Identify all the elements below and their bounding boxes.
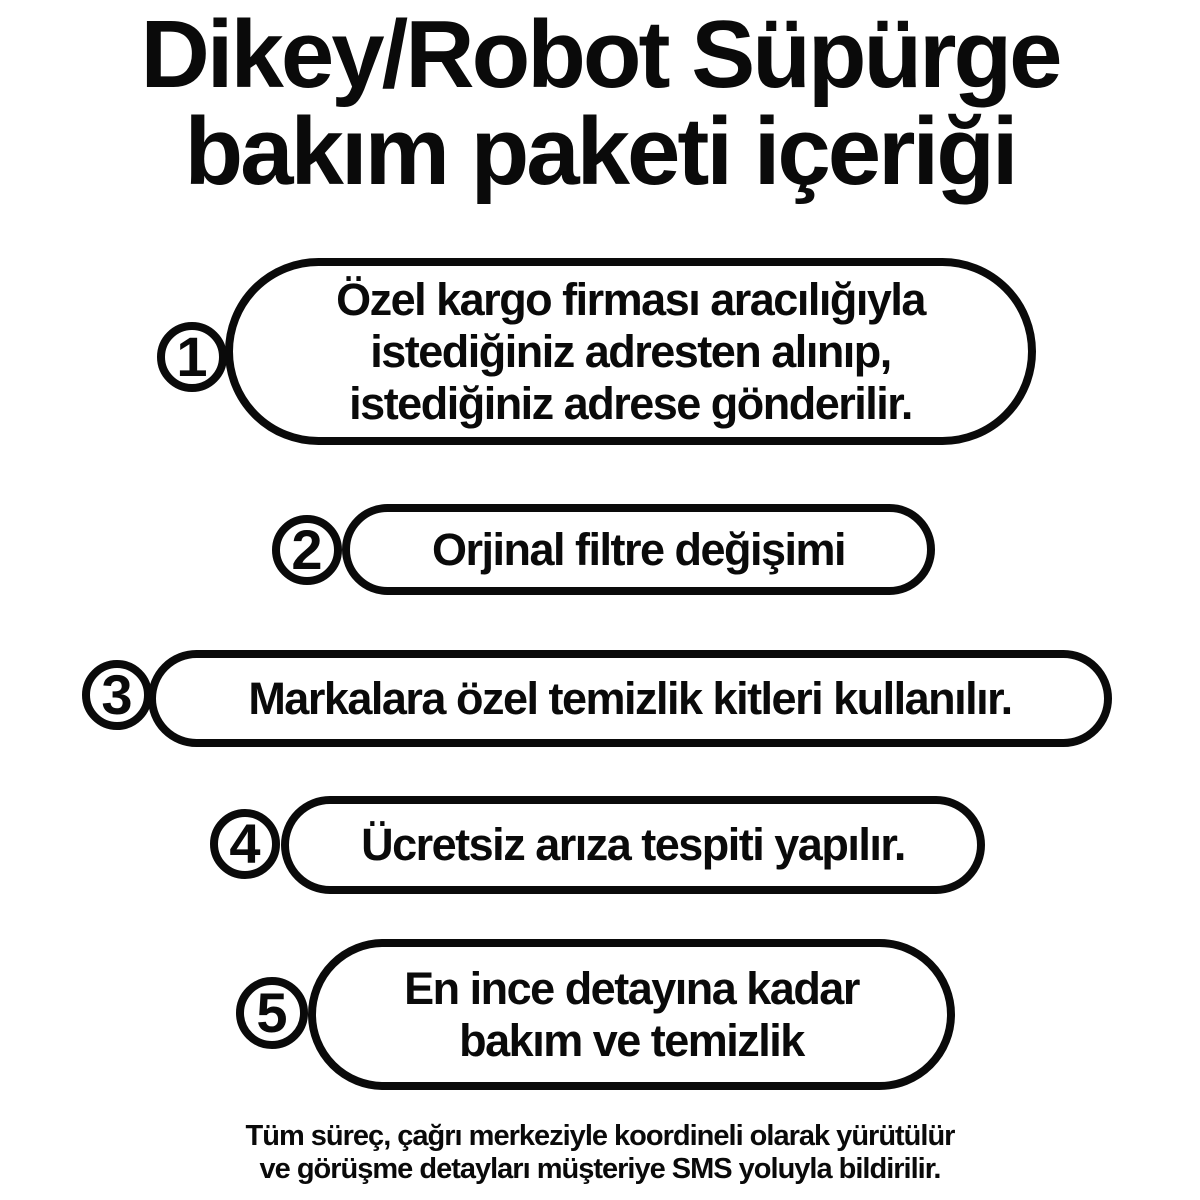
step-1-text-line-3: istediğiniz adrese gönderilir. <box>349 377 913 429</box>
step-3-text-line-1: Markalara özel temizlik kitleri kullanıl… <box>248 672 1013 724</box>
step-2-number-badge: 2 <box>272 515 342 585</box>
step-5-number-badge: 5 <box>236 977 308 1049</box>
step-5-text-line-1: En ince detayına kadar <box>404 962 860 1014</box>
step-1-text-line-1: Özel kargo firması aracılığıyla <box>336 273 926 325</box>
step-5-text-line-2: bakım ve temizlik <box>459 1014 805 1066</box>
footer-note-line-2: ve görüşme detayları müşteriye SMS yoluy… <box>259 1153 942 1185</box>
step-3-pill: Markalara özel temizlik kitleri kullanıl… <box>148 650 1112 747</box>
step-1-number-badge: 1 <box>157 322 227 392</box>
footer-note: Tüm süreç, çağrı merkeziyle koordineli o… <box>0 1120 1200 1186</box>
footer-note-line-1: Tüm süreç, çağrı merkeziyle koordineli o… <box>245 1120 956 1152</box>
step-2-text-line-1: Orjinal filtre değişimi <box>431 523 847 575</box>
page-title: Dikey/Robot Süpürge bakım paketi içeriği <box>0 6 1200 200</box>
step-3-number-badge: 3 <box>82 660 152 730</box>
step-1-text-line-2: istediğiniz adresten alınıp, <box>370 325 892 377</box>
step-1-pill: Özel kargo firması aracılığıyla istediği… <box>225 258 1036 445</box>
page-title-line-1: Dikey/Robot Süpürge <box>140 1 1062 108</box>
step-4-number-badge: 4 <box>210 809 280 879</box>
page-title-line-2: bakım paketi içeriği <box>184 98 1018 205</box>
step-2-pill: Orjinal filtre değişimi <box>342 504 935 595</box>
step-4-text-line-1: Ücretsiz arıza tespiti yapılır. <box>361 819 906 870</box>
step-4-pill: Ücretsiz arıza tespiti yapılır. <box>281 796 985 894</box>
step-5-pill: En ince detayına kadar bakım ve temizlik <box>308 939 955 1090</box>
